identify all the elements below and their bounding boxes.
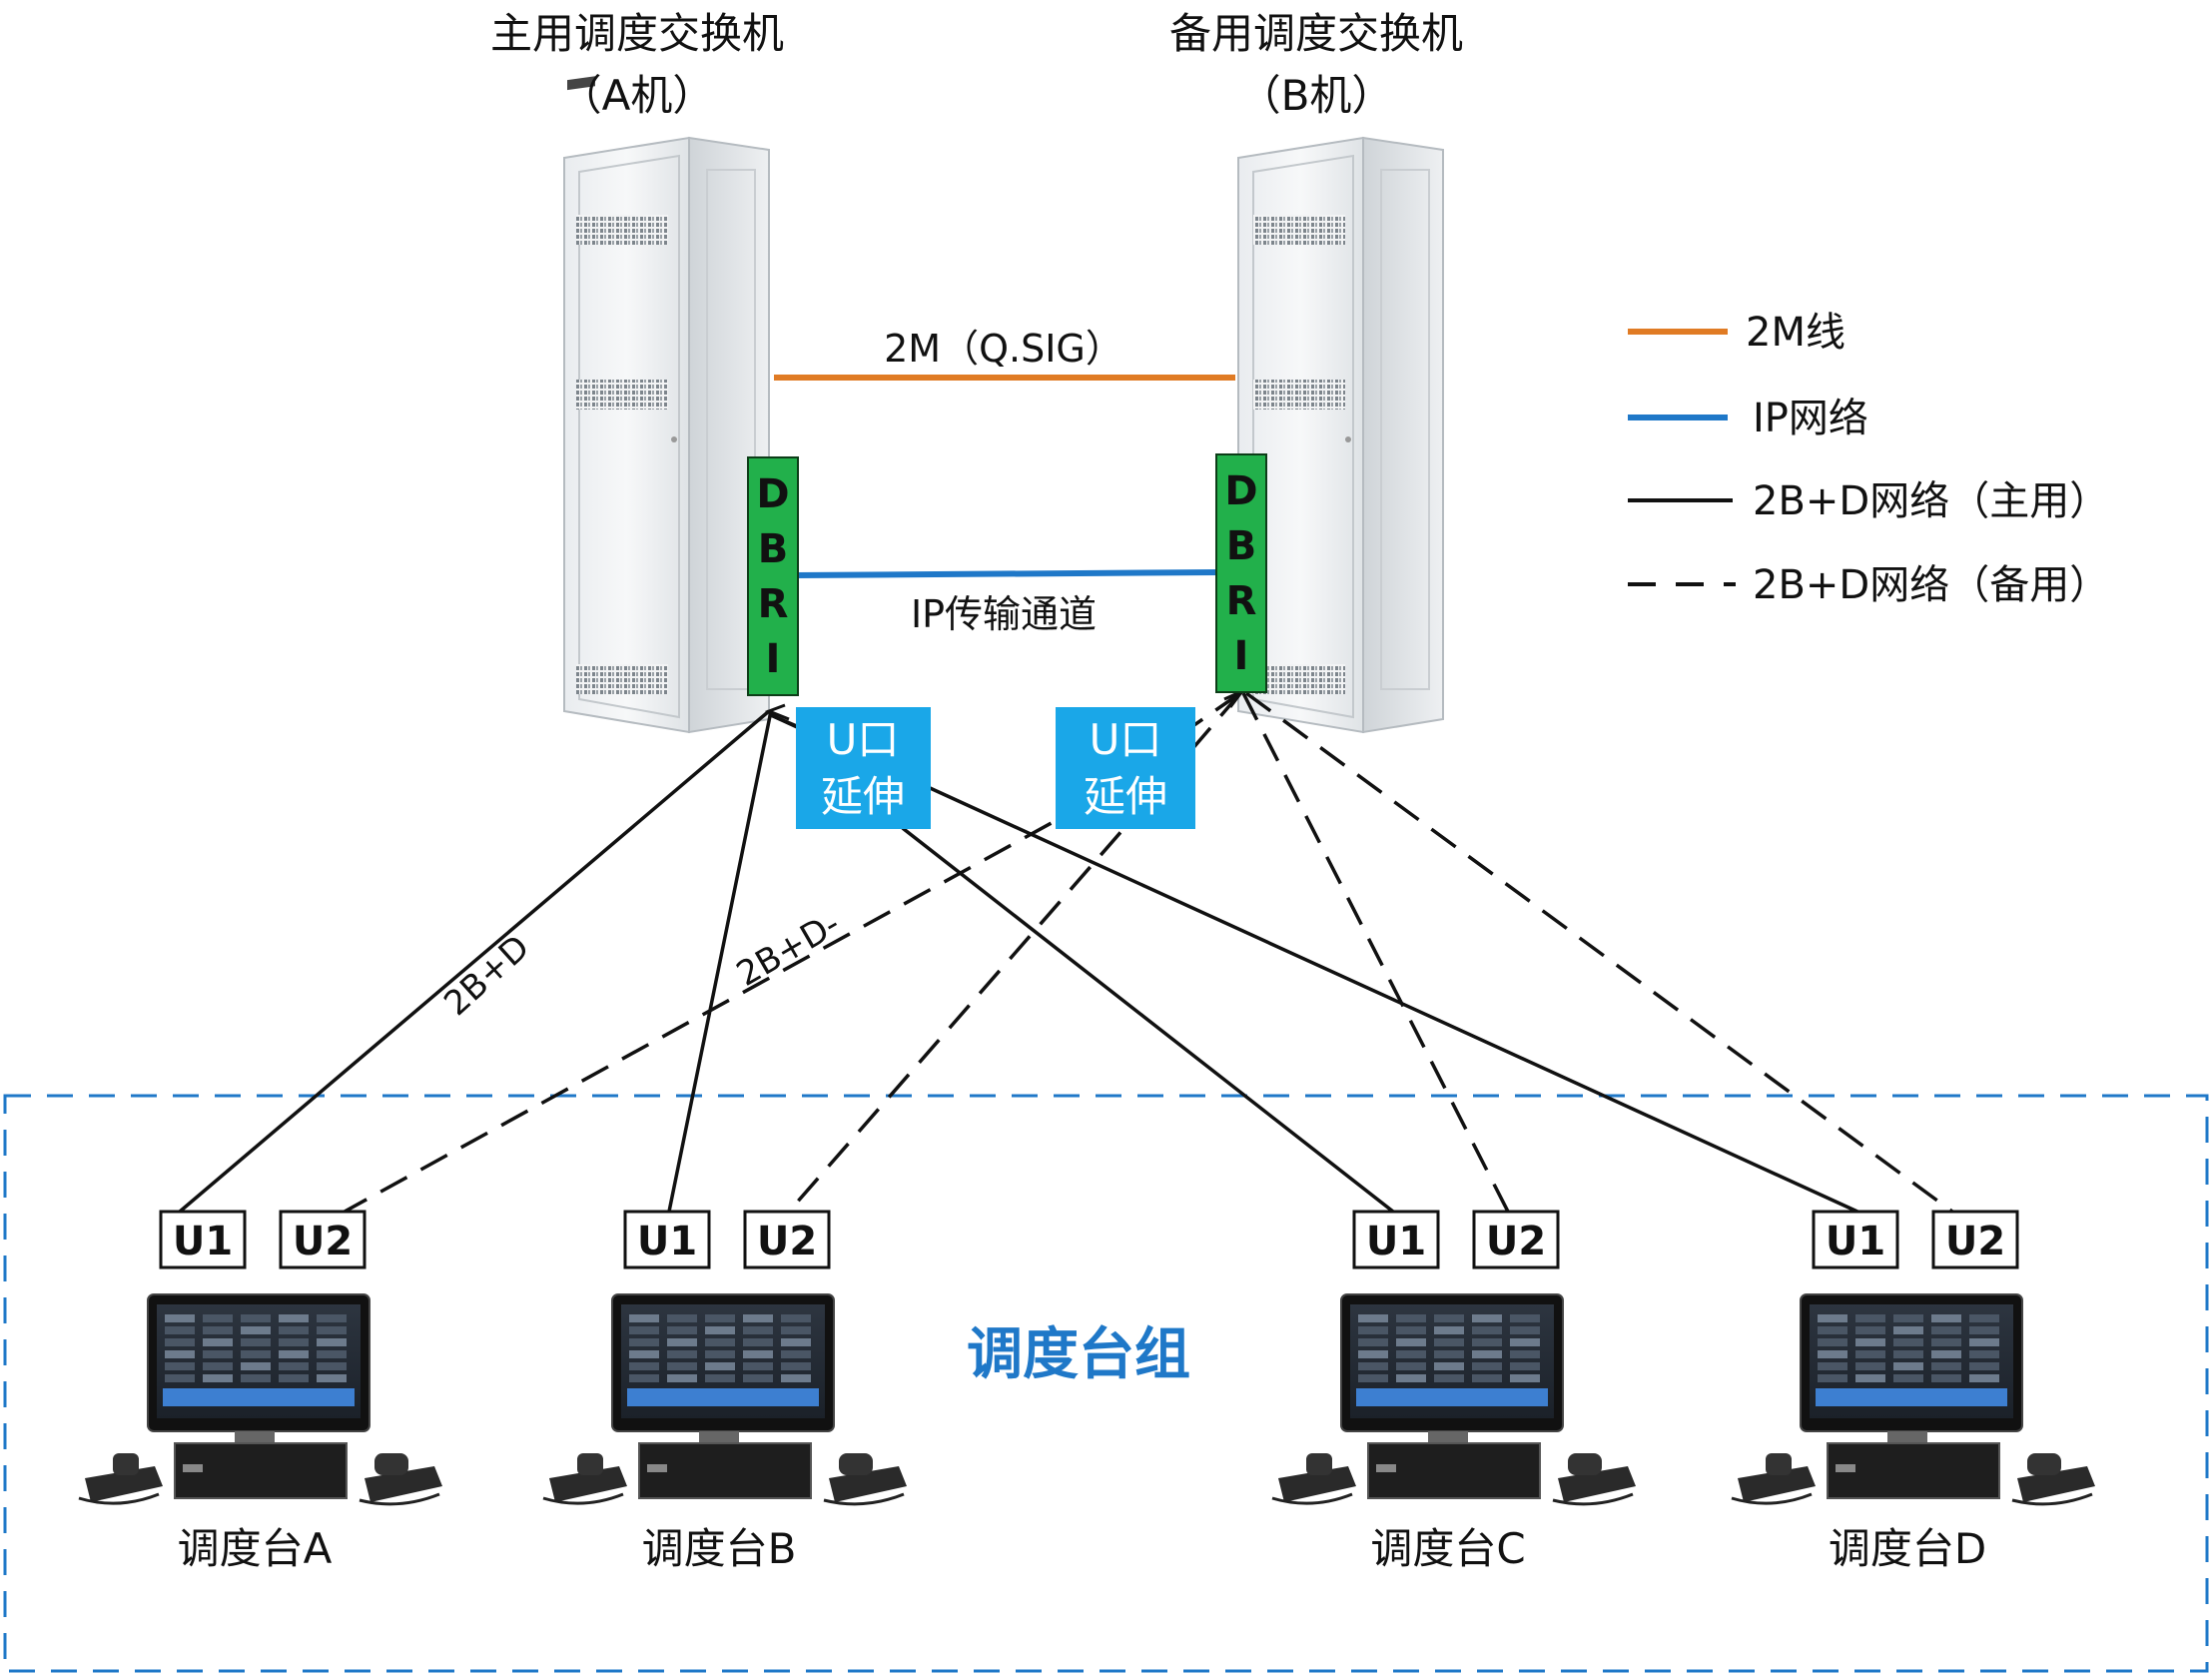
svg-text:B: B (758, 526, 789, 572)
legend-label-ip: IP网络 (1753, 396, 1868, 441)
telephone-icon (1271, 1453, 1356, 1505)
monitor-icon (147, 1293, 370, 1445)
svg-text:U口: U口 (1090, 715, 1162, 764)
svg-text:U2: U2 (757, 1219, 817, 1264)
consoles: U1 U2 调度台A U1 U2 调度台B U1 U2 调度台C U1 U2 调度台D (78, 1210, 2095, 1573)
ip-channel-line (795, 569, 1217, 578)
telephone-icon (542, 1453, 627, 1505)
monitor-icon (611, 1293, 835, 1445)
port-u2-console-a: U2 (279, 1210, 367, 1269)
console-group-label: 调度台组 (967, 1322, 1190, 1387)
svg-text:D: D (1224, 468, 1257, 514)
primary-link-a (178, 709, 771, 1214)
console-label-a: 调度台A (178, 1524, 333, 1573)
console-base-icon (174, 1442, 348, 1499)
svg-text:B: B (1226, 523, 1257, 569)
primary-2bd-label: 2B+D (436, 928, 537, 1024)
svg-text:D: D (756, 471, 789, 517)
console-station-d: U1 U2 调度台D (1731, 1210, 2095, 1573)
primary-link-d (770, 713, 1858, 1214)
svg-text:U2: U2 (1945, 1219, 2005, 1264)
primary-2bd-links (178, 709, 1858, 1214)
svg-text:I: I (766, 636, 781, 682)
ip-channel-label: IP传输通道 (911, 592, 1097, 636)
monitor-icon (1340, 1293, 1564, 1445)
switch-b-title: 备用调度交换机 (1169, 9, 1463, 58)
svg-text:I: I (1234, 633, 1249, 679)
port-u1-console-c: U1 (1352, 1210, 1440, 1269)
console-station-b: U1 U2 调度台B (542, 1210, 907, 1573)
u-extender-2: U口 延伸 (1056, 707, 1195, 829)
switch-b-cabinet-icon (1237, 136, 1444, 734)
svg-text:U2: U2 (1486, 1219, 1546, 1264)
telephone-icon (823, 1453, 907, 1506)
console-label-b: 调度台B (642, 1524, 797, 1573)
console-base-icon (1367, 1442, 1541, 1499)
u-extender-1: U口 延伸 (796, 707, 931, 829)
svg-text:U1: U1 (173, 1219, 233, 1264)
legend-label-primary: 2B+D网络（主用） (1753, 478, 2109, 524)
svg-text:U口: U口 (827, 715, 900, 764)
legend-label-backup: 2B+D网络（备用） (1753, 562, 2109, 608)
switch-a-subtitle: （A机） (560, 71, 715, 120)
telephone-icon (78, 1453, 163, 1505)
svg-text:U1: U1 (637, 1219, 697, 1264)
console-label-c: 调度台C (1370, 1524, 1525, 1573)
telephone-icon (1552, 1453, 1636, 1506)
port-u1-console-a: U1 (159, 1210, 247, 1269)
telephone-icon (1731, 1453, 1816, 1505)
port-u2-console-c: U2 (1472, 1210, 1560, 1269)
console-label-d: 调度台D (1829, 1524, 1986, 1573)
backup-link-c (1241, 692, 1510, 1213)
legend-label-2m: 2M线 (1746, 310, 1845, 356)
backup-link-d (1244, 691, 1954, 1214)
dbri-module-b: D B R I (1215, 453, 1267, 693)
legend: 2M线 IP网络 2B+D网络（主用） 2B+D网络（备用） (1628, 310, 2109, 608)
dbri-a-arrow-icon (764, 703, 790, 721)
svg-text:延伸: 延伸 (1084, 772, 1167, 821)
port-u2-console-d: U2 (1931, 1210, 2019, 1269)
telephone-icon (2011, 1453, 2095, 1506)
console-base-icon (638, 1442, 812, 1499)
svg-text:R: R (758, 581, 789, 627)
port-u2-console-b: U2 (743, 1210, 831, 1269)
switch-a-title: 主用调度交换机 (490, 9, 784, 58)
console-base-icon (1827, 1442, 2000, 1499)
backup-link-b (787, 691, 1242, 1214)
console-station-c: U1 U2 调度台C (1271, 1210, 1636, 1573)
trunk-2m-label: 2M（Q.SIG） (884, 327, 1123, 371)
svg-text:U1: U1 (1826, 1219, 1885, 1264)
switch-b-subtitle: （B机） (1239, 71, 1394, 120)
primary-link-b (667, 710, 773, 1213)
backup-2bd-label: 2B+D- (730, 904, 847, 995)
svg-text:U1: U1 (1366, 1219, 1426, 1264)
port-u1-console-d: U1 (1812, 1210, 1899, 1269)
svg-text:延伸: 延伸 (821, 772, 905, 821)
console-station-a: U1 U2 调度台A (78, 1210, 442, 1573)
port-u1-console-b: U1 (623, 1210, 711, 1269)
svg-text:R: R (1226, 578, 1257, 624)
dbri-module-a: D B R I (747, 456, 799, 696)
console-group-border (3, 1094, 2209, 1673)
monitor-icon (1800, 1293, 2023, 1445)
svg-text:U2: U2 (293, 1219, 353, 1264)
telephone-icon (359, 1453, 442, 1506)
switch-a-cabinet-icon (563, 76, 770, 734)
